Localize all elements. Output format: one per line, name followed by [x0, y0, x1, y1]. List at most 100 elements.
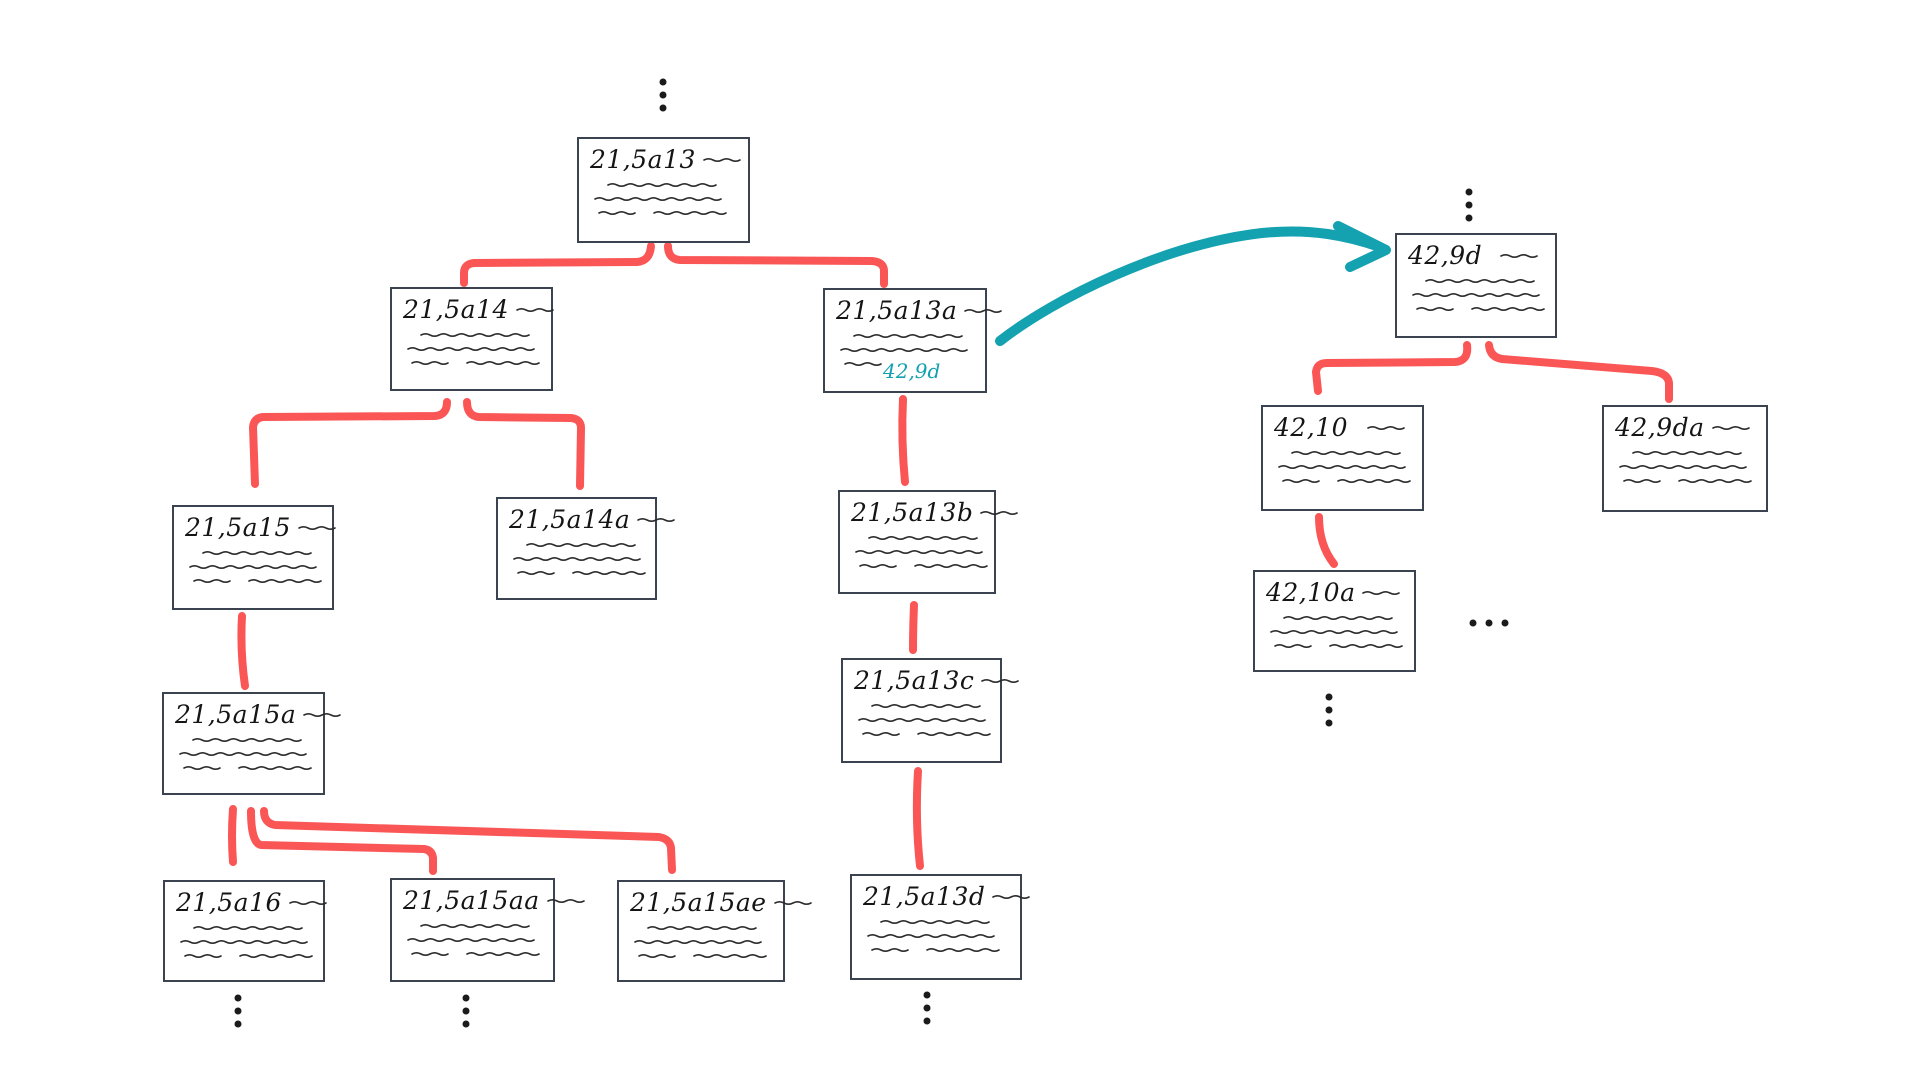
- note-card-21-5a13c[interactable]: 21,5a13c: [841, 658, 1020, 763]
- scribble-text-lines: [594, 182, 727, 215]
- ellipsis-dot: [1465, 201, 1473, 209]
- note-card-21-5a13a[interactable]: 21,5a13a 42,9d: [823, 288, 1003, 393]
- note-card-21-5a15a[interactable]: 21,5a15a: [162, 692, 342, 795]
- ellipsis-dot: [1465, 214, 1473, 222]
- cross-link-arrowhead-icon: [1333, 221, 1391, 272]
- ellipsis-dot: [234, 1020, 242, 1028]
- connector-21-5a15a-to-21-5a15ae[interactable]: [260, 807, 676, 874]
- scribble-title-line: [546, 898, 585, 903]
- ellipsis-dot: [462, 1020, 470, 1028]
- scribble-text-lines: [407, 923, 540, 956]
- scribble-title-line: [637, 517, 676, 522]
- note-card-21-5a15ae[interactable]: 21,5a15ae: [617, 880, 812, 982]
- connector-21-5a14-to-21-5a15[interactable]: [249, 398, 451, 488]
- ellipsis-dot: [234, 1007, 242, 1015]
- ellipsis-dot: [659, 78, 667, 86]
- scribble-title-line: [773, 900, 812, 905]
- note-card-21-5a14a[interactable]: 21,5a14a: [496, 497, 676, 600]
- scribble-text-lines: [1278, 450, 1411, 483]
- note-title-row: 42,10: [1274, 414, 1414, 442]
- scribble-title-line: [1367, 425, 1405, 430]
- ellipsis-dot: [1325, 693, 1333, 701]
- connector-21-5a15-to-21-5a15a[interactable]: [237, 612, 249, 690]
- note-title-row: 42,9d: [1408, 242, 1547, 270]
- note-label: 21,5a13c: [854, 666, 975, 695]
- scribble-title-line: [981, 678, 1020, 683]
- scribble-text-lines: [407, 332, 540, 365]
- note-title-row: 21,5a13d: [863, 882, 1031, 911]
- ellipsis-dot: [923, 991, 931, 999]
- note-label: 42,9da: [1615, 413, 1705, 442]
- scribble-text-lines: [858, 703, 991, 736]
- note-title-row: 21,5a15: [185, 513, 336, 542]
- connector-21-5a13-to-21-5a13a[interactable]: [664, 242, 888, 288]
- ellipsis-dot: [923, 1017, 931, 1025]
- note-label: 21,5a14: [403, 295, 509, 324]
- scribble-text-lines: [855, 535, 988, 568]
- note-card-42-9da[interactable]: 42,9da: [1602, 405, 1768, 512]
- note-card-21-5a16[interactable]: 21,5a16: [163, 880, 327, 982]
- scribble-title-line: [1362, 590, 1401, 595]
- note-label: 21,5a13: [590, 145, 696, 174]
- scribble-title-line: [303, 712, 342, 717]
- note-label: 42,10: [1274, 413, 1349, 442]
- note-annotation: 42,9d: [883, 359, 941, 383]
- note-card-42-10[interactable]: 42,10: [1261, 405, 1424, 511]
- connector-21-5a13c-to-21-5a13d[interactable]: [912, 767, 924, 870]
- ellipsis-dot: [462, 994, 470, 1002]
- note-title-row: 21,5a13b: [851, 499, 1019, 527]
- note-card-42-10a[interactable]: 42,10a: [1253, 570, 1416, 672]
- ellipsis-dot: [1325, 719, 1333, 727]
- note-card-21-5a13b[interactable]: 21,5a13b: [838, 490, 1019, 594]
- ellipsis-dot: [1465, 188, 1473, 196]
- note-title-row: 42,9da: [1615, 414, 1758, 442]
- connector-21-5a13b-to-21-5a13c[interactable]: [909, 601, 918, 654]
- ellipsis-dot: [659, 104, 667, 112]
- note-title-row: 21,5a16: [176, 889, 327, 917]
- scribble-text-lines: [179, 737, 312, 770]
- note-card-21-5a14[interactable]: 21,5a14: [390, 287, 554, 391]
- note-label: 21,5a13d: [863, 882, 986, 911]
- note-label: 21,5a15ae: [630, 888, 767, 917]
- connector-21-5a13-to-21-5a14[interactable]: [460, 242, 655, 287]
- connector-21-5a15a-to-21-5a16[interactable]: [228, 805, 237, 866]
- scribble-text-lines: [1619, 450, 1752, 483]
- note-title-row: 21,5a15a: [175, 701, 342, 729]
- scribble-text-lines: [867, 919, 1000, 952]
- scribble-text-lines: [1412, 278, 1545, 311]
- scribble-title-line: [289, 900, 327, 905]
- note-label: 21,5a13a: [836, 296, 958, 325]
- note-title-row: 21,5a15ae: [630, 888, 812, 917]
- scribble-title-line: [298, 525, 336, 530]
- ellipsis-dot: [234, 994, 242, 1002]
- scribble-text-lines: [180, 925, 313, 958]
- note-label: 21,5a15: [185, 513, 291, 542]
- connector-42-9d-to-42-10[interactable]: [1312, 341, 1472, 395]
- scribble-title-line: [992, 894, 1031, 899]
- connector-42-9d-to-42-9da[interactable]: [1485, 341, 1673, 403]
- note-card-21-5a13[interactable]: 21,5a13: [577, 137, 750, 243]
- scribble-text-lines: [189, 550, 322, 583]
- note-card-21-5a15[interactable]: 21,5a15: [172, 505, 336, 610]
- connector-21-5a14-to-21-5a14a[interactable]: [463, 398, 585, 490]
- cross-link-arrow[interactable]: [995, 226, 1385, 346]
- connector-42-10-to-42-10a[interactable]: [1315, 513, 1338, 568]
- ellipsis-dot: [659, 91, 667, 99]
- scribble-title-line: [964, 308, 1003, 313]
- ellipsis-dot: [462, 1007, 470, 1015]
- ellipsis-dot: [1501, 619, 1509, 627]
- scribble-text-lines: [634, 925, 767, 958]
- note-title-row: 21,5a13a: [836, 296, 1003, 325]
- note-card-21-5a13d[interactable]: 21,5a13d: [850, 874, 1031, 980]
- note-card-42-9d[interactable]: 42,9d: [1395, 233, 1557, 338]
- scribble-title-line: [980, 510, 1019, 515]
- note-title-row: 21,5a14a: [509, 506, 676, 534]
- scribble-text-lines: [840, 333, 968, 366]
- connector-21-5a15a-to-21-5a15aa[interactable]: [247, 807, 437, 875]
- connector-21-5a13a-to-21-5a13b[interactable]: [898, 395, 909, 486]
- note-label: 42,9d: [1408, 241, 1483, 270]
- note-title-row: 21,5a14: [403, 295, 554, 324]
- note-card-21-5a15aa[interactable]: 21,5a15aa: [390, 878, 585, 982]
